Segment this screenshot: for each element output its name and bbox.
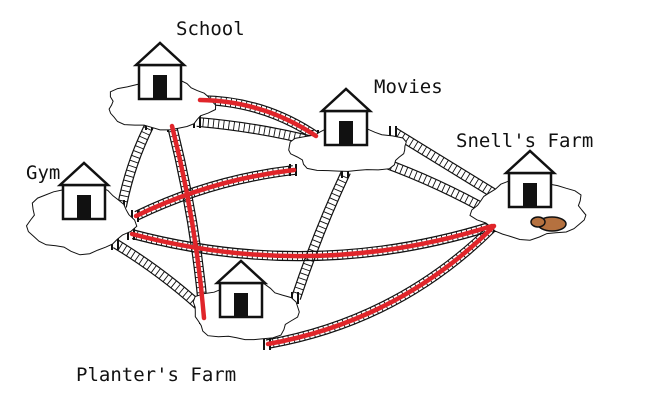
- bridge-school-gym: [117, 118, 155, 212]
- island-gym: [25, 186, 138, 256]
- potato-icon: [530, 216, 567, 232]
- label-movies: Movies: [374, 76, 443, 98]
- label-snells-farm: Snell's Farm: [456, 130, 594, 152]
- highlight-planters-snells: [265, 223, 497, 347]
- house-snells-icon: [502, 149, 558, 209]
- house-school-icon: [132, 41, 188, 101]
- label-school: School: [176, 18, 245, 40]
- island-movies: [288, 126, 407, 172]
- highlight-school-movies: [197, 97, 319, 139]
- label-planters-farm: Planter's Farm: [76, 364, 237, 386]
- house-planters-icon: [213, 259, 269, 319]
- highlight-school-planters: [169, 123, 207, 321]
- house-gym-icon: [56, 161, 112, 221]
- houses-layer: [56, 41, 567, 319]
- bridge-movies-planters: [291, 166, 351, 304]
- island-school: [108, 79, 217, 131]
- highlighted-route-layer: [129, 97, 497, 347]
- label-gym: Gym: [26, 162, 61, 184]
- islands-layer: [25, 79, 587, 341]
- highlight-movies-gym: [133, 167, 297, 219]
- house-movies-icon: [318, 87, 374, 147]
- highlight-gym-snells: [129, 223, 495, 259]
